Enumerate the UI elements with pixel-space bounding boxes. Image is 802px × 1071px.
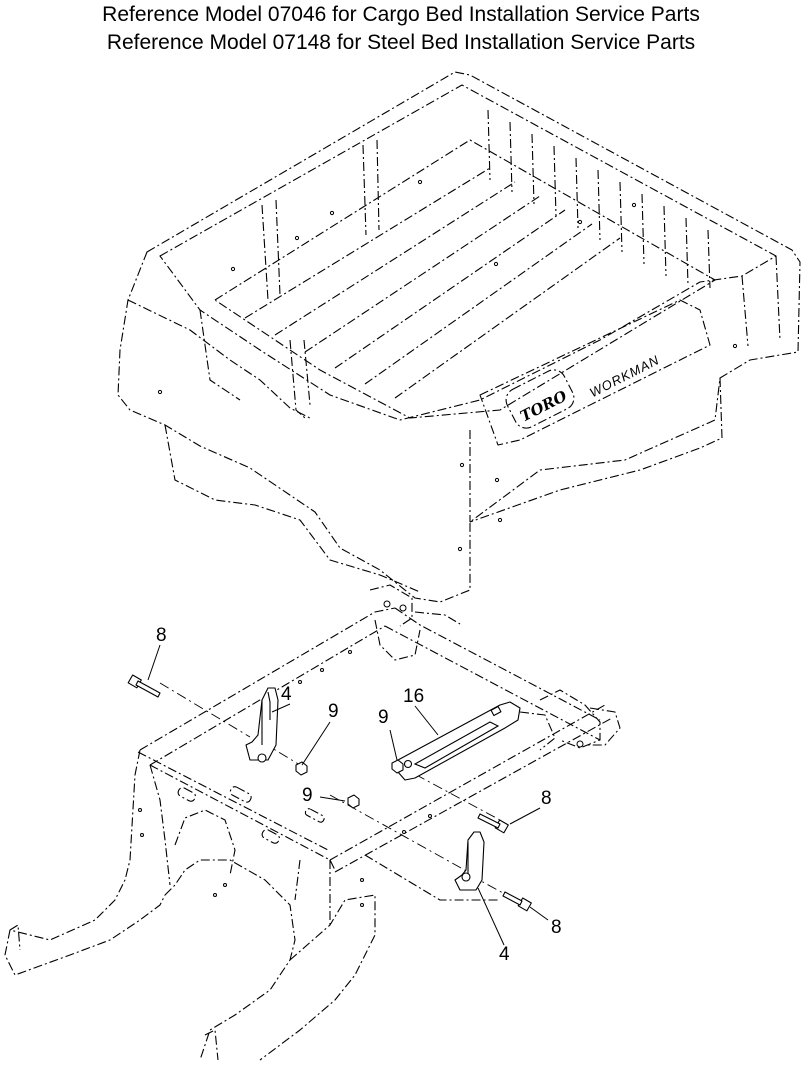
leader-lines xyxy=(147,644,549,946)
callout-9-middle: 9 xyxy=(302,785,313,806)
callout-4-upper: 4 xyxy=(281,684,292,705)
nut-9-upper xyxy=(295,761,308,776)
callout-8-middle-right: 8 xyxy=(541,788,552,809)
callout-9-upper: 9 xyxy=(328,701,339,722)
callout-8-upper-left: 8 xyxy=(156,625,167,646)
workman-logo: WORKMAN xyxy=(587,352,662,400)
callout-16-plate: 16 xyxy=(403,686,425,707)
nut-9-middle xyxy=(347,794,360,809)
bolt-8-lower xyxy=(502,891,532,912)
nut-9-plate xyxy=(391,759,404,774)
bracket-4-lower xyxy=(454,831,485,891)
callout-9-plate: 9 xyxy=(378,707,389,728)
toro-logo: TORO xyxy=(517,387,570,426)
callout-8-lower-right: 8 xyxy=(551,917,562,938)
bolt-8-upper xyxy=(127,674,161,698)
plate-16 xyxy=(397,701,521,781)
diagram-title-line-1: Reference Model 07046 for Cargo Bed Inst… xyxy=(102,3,700,26)
bolt-8-middle xyxy=(477,813,509,834)
axis-bolt-8a xyxy=(159,682,251,738)
diagram-title-line-2: Reference Model 07148 for Steel Bed Inst… xyxy=(106,31,696,54)
vehicle-frame xyxy=(4,584,621,1061)
callout-4-lower: 4 xyxy=(499,944,510,965)
cargo-bed: TORO WORKMAN xyxy=(117,71,801,603)
bracket-4-upper xyxy=(245,687,279,763)
